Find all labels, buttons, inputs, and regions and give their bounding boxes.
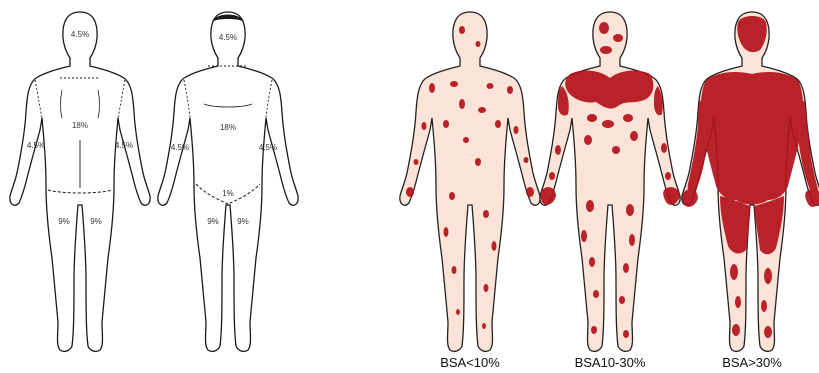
severity-caption: BSA>30% bbox=[722, 355, 782, 370]
lesion bbox=[581, 230, 587, 242]
lesion bbox=[495, 120, 501, 128]
lesion bbox=[623, 114, 633, 122]
lesion-patch bbox=[688, 100, 707, 193]
lesion-patch bbox=[701, 72, 803, 205]
lesion bbox=[761, 300, 767, 312]
lesion bbox=[629, 234, 635, 246]
back-right-leg-percent: 9% bbox=[90, 217, 102, 226]
lesion bbox=[623, 330, 629, 338]
front-right-leg-percent: 9% bbox=[237, 217, 249, 226]
lesion bbox=[602, 120, 614, 128]
front-body-outline bbox=[158, 12, 298, 351]
lesion bbox=[630, 131, 638, 141]
lesion bbox=[600, 46, 612, 54]
lesion bbox=[456, 309, 460, 315]
lesion bbox=[459, 99, 465, 109]
front-right-arm-percent: 4.5% bbox=[259, 143, 277, 152]
lesion bbox=[619, 296, 625, 304]
lesion bbox=[450, 81, 458, 87]
lesion bbox=[555, 145, 561, 155]
severity-figure-bsa-10-30: BSA10-30% bbox=[540, 12, 680, 370]
lesion bbox=[591, 326, 597, 334]
lesion bbox=[476, 41, 481, 47]
severity-caption: BSA10-30% bbox=[575, 355, 646, 370]
lesion bbox=[422, 122, 427, 130]
lesion bbox=[764, 326, 772, 338]
lesion bbox=[586, 200, 594, 212]
lesion bbox=[492, 241, 497, 251]
lesion bbox=[463, 137, 469, 143]
lesion bbox=[612, 146, 620, 154]
lesion bbox=[507, 86, 513, 94]
severity-figure-bsa-under-10: BSA<10% bbox=[400, 12, 540, 370]
front-groin-percent: 1% bbox=[222, 189, 234, 198]
lesion bbox=[549, 172, 555, 180]
lesion bbox=[599, 22, 609, 34]
lesion bbox=[593, 290, 599, 298]
figure-body-outline bbox=[540, 12, 680, 351]
lesion bbox=[613, 34, 623, 42]
lesion bbox=[475, 158, 481, 166]
lesion-patch bbox=[541, 187, 557, 205]
lesion bbox=[514, 126, 519, 134]
lesion bbox=[732, 324, 740, 336]
lesion bbox=[730, 264, 738, 280]
front-view-figure: 4.5% 18% 4.5% 4.5% 1% 9% 9% bbox=[158, 12, 298, 351]
back-left-leg-percent: 9% bbox=[58, 217, 70, 226]
figure-body-outline bbox=[400, 12, 540, 351]
lesion bbox=[584, 135, 592, 145]
lesion bbox=[443, 120, 449, 128]
lesion bbox=[626, 204, 634, 216]
severity-caption: BSA<10% bbox=[440, 355, 500, 370]
back-trunk-percent: 18% bbox=[72, 121, 88, 130]
lesion bbox=[449, 192, 455, 200]
front-head-percent: 4.5% bbox=[219, 33, 237, 42]
back-view-figure: 4.5% 18% 4.5% 4.5% 9% 9% bbox=[10, 12, 150, 351]
front-left-arm-percent: 4.5% bbox=[171, 143, 189, 152]
lesion bbox=[524, 157, 529, 163]
lesion bbox=[484, 284, 489, 292]
lesion bbox=[482, 323, 486, 329]
back-left-arm-percent: 4.5% bbox=[27, 141, 45, 150]
severity-figure-bsa-over-30: BSA>30% bbox=[682, 12, 819, 370]
lesion bbox=[764, 268, 772, 284]
front-left-leg-percent: 9% bbox=[207, 217, 219, 226]
lesion bbox=[589, 257, 595, 267]
lesion bbox=[665, 172, 671, 180]
lesion bbox=[478, 107, 486, 113]
lesion bbox=[444, 227, 449, 237]
lesion bbox=[414, 159, 419, 165]
lesion bbox=[661, 143, 667, 153]
lesion bbox=[429, 83, 435, 93]
lesion bbox=[406, 187, 414, 197]
lesion bbox=[526, 187, 534, 197]
lesion bbox=[735, 296, 741, 308]
lesion bbox=[483, 210, 489, 218]
lesion bbox=[459, 26, 465, 34]
front-trunk-percent: 18% bbox=[220, 123, 236, 132]
back-head-percent: 4.5% bbox=[71, 30, 89, 39]
lesion-patch bbox=[683, 189, 699, 207]
lesion bbox=[587, 114, 597, 122]
back-right-arm-percent: 4.5% bbox=[115, 141, 133, 150]
lesion bbox=[452, 266, 457, 274]
lesion bbox=[487, 83, 494, 89]
lesion-patch bbox=[798, 100, 818, 195]
lesion bbox=[623, 263, 629, 273]
lesion-patch bbox=[805, 189, 819, 207]
